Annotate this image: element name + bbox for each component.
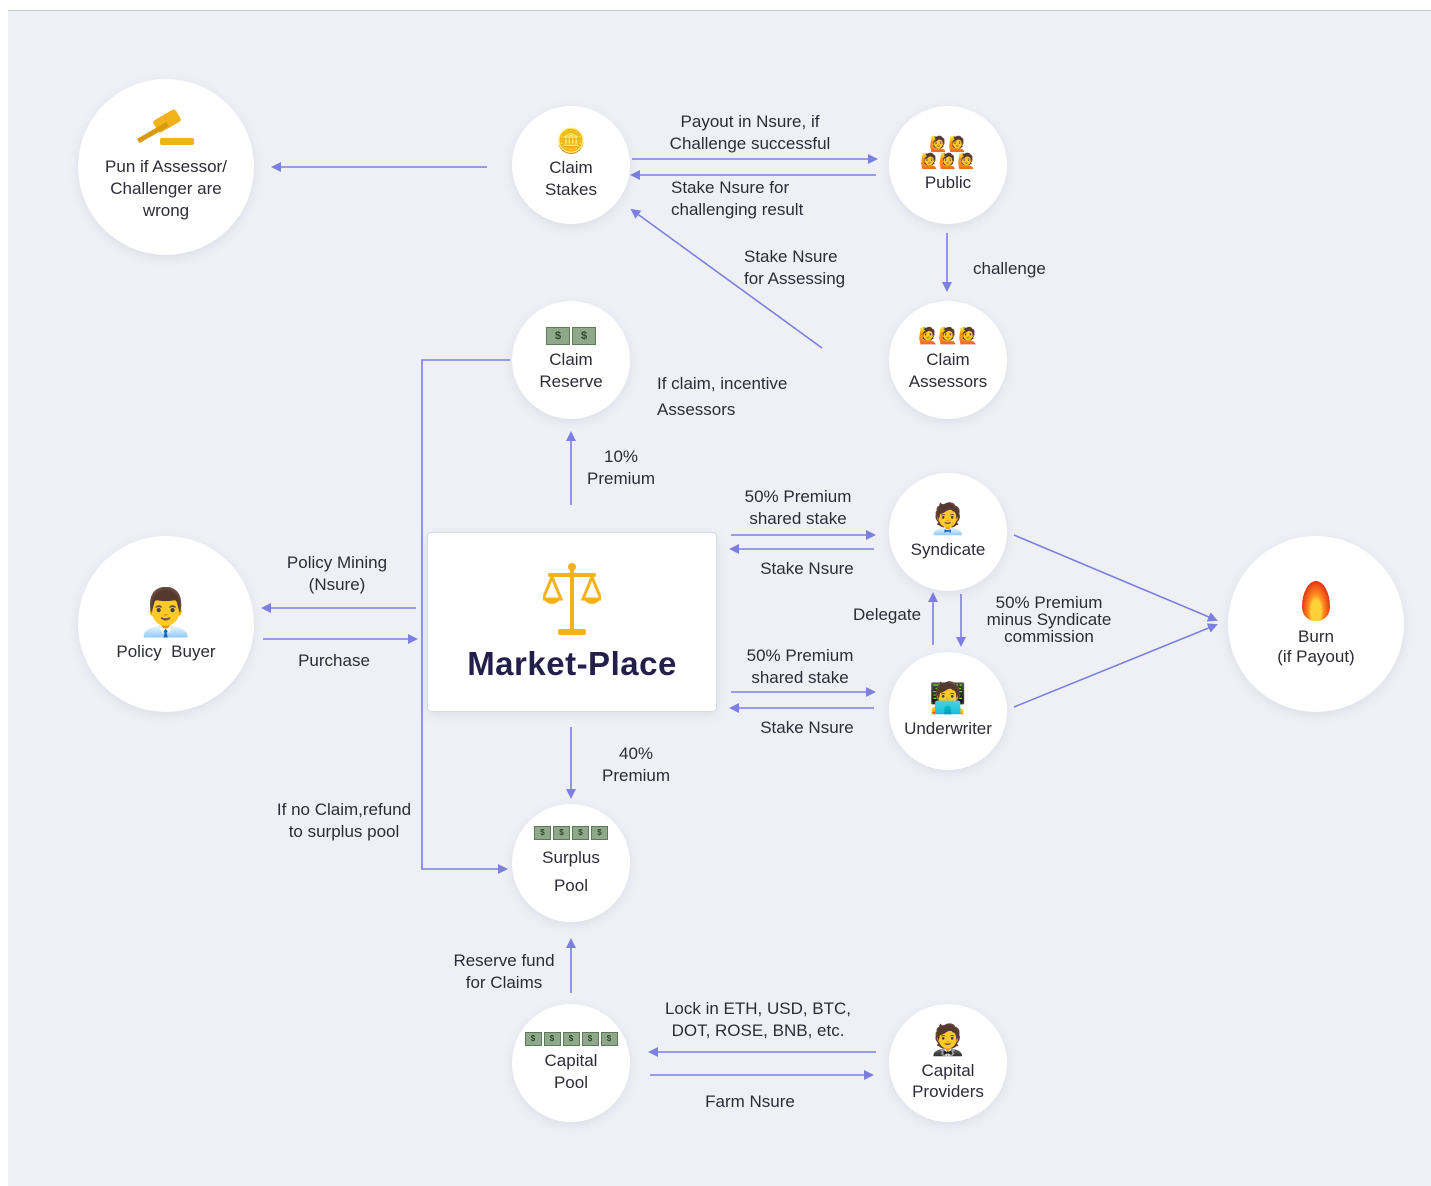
stake-assessing-label: Stake Nsure for Assessing <box>744 247 846 288</box>
claim-assessors-node: 🙋🙋🙋 Claim Assessors <box>889 301 1007 419</box>
delegate-label: Delegate <box>852 605 922 624</box>
claim-assessors-label: Claim Assessors <box>908 350 988 391</box>
surplus-pool-node: $$$$ Surplus Pool <box>512 804 630 922</box>
underwriter-label: Underwriter <box>904 719 992 738</box>
edge-underwriter-to-burn <box>1013 623 1218 708</box>
claim-reserve-label: Claim Reserve <box>539 350 603 391</box>
incentive-label: If claim, incentive Assessors <box>657 374 788 419</box>
ten-premium-label: 10% Premium <box>586 447 655 488</box>
minus-commission-label: 50% Premium minus Syndicate commission <box>986 593 1112 646</box>
policy-buyer-node: 👨‍💼 Policy Buyer <box>78 536 254 712</box>
surplus-pool-label: Surplus Pool <box>542 848 600 895</box>
market-place-title: Market-Place <box>467 645 677 682</box>
syndicate-node: 🧑‍💼 Syndicate <box>889 473 1007 591</box>
pun-node: Pun if Assessor/ Challenger are wrong <box>78 79 254 255</box>
edge-assessors-to-stakes <box>630 208 823 349</box>
claim-reserve-node: $$ Claim Reserve <box>512 301 630 419</box>
farm-label: Farm Nsure <box>705 1092 795 1111</box>
lock-in-label: Lock in ETH, USD, BTC, DOT, ROSE, BNB, e… <box>664 999 852 1040</box>
syndicate-stake-label: Stake Nsure <box>760 559 854 578</box>
claim-stakes-label: Claim Stakes <box>545 158 597 199</box>
capital-pool-node: $$$$$ Capital Pool <box>512 1004 630 1122</box>
gavel-icon <box>134 108 198 148</box>
underwriter-node: 🧑‍💻 Underwriter <box>889 652 1007 770</box>
man-icon: 👨‍💼 <box>137 586 195 638</box>
edge-syndicate-to-burn <box>1013 534 1218 622</box>
people-icon: 🙋🙋🙋 <box>918 328 978 345</box>
claim-stakes-node: 🪙 Claim Stakes <box>512 106 630 224</box>
cashier-icon: 🧑‍💼 <box>929 503 967 536</box>
capital-providers-label: Capital Providers <box>912 1061 984 1101</box>
people-group-icon: 🙋🙋 🙋🙋🙋 <box>919 136 977 170</box>
nerd-man-icon: 🧑‍💻 <box>929 682 967 715</box>
edge-reserve-to-surplus <box>421 359 510 874</box>
pun-label: Pun if Assessor/ Challenger are wrong <box>105 157 227 220</box>
burn-node: Burn (if Payout) <box>1228 536 1404 712</box>
capital-providers-node: 🤵 Capital Providers <box>889 1004 1007 1122</box>
public-label: Public <box>924 173 972 192</box>
challenge-label: challenge <box>973 259 1046 278</box>
policy-mining-label: Policy Mining (Nsure) <box>286 553 388 594</box>
scale-icon <box>543 563 601 635</box>
underwriter-premium-label: 50% Premium shared stake <box>746 646 854 687</box>
tuxedo-man-icon: 🤵 <box>929 1024 967 1057</box>
fire-icon <box>1302 581 1330 621</box>
syndicate-label: Syndicate <box>910 540 986 559</box>
forty-premium-label: 40% Premium <box>601 744 670 785</box>
cash-icon: $$ <box>546 327 596 345</box>
syndicate-premium-label: 50% Premium shared stake <box>744 487 852 528</box>
payout-label: Payout in Nsure, if Challenge successful <box>669 112 831 153</box>
stake-challenging-label: Stake Nsure for challenging result <box>671 178 804 219</box>
underwriter-stake-label: Stake Nsure <box>760 718 854 737</box>
purchase-label: Purchase <box>298 651 370 670</box>
coin-hand-icon: 🪙 <box>556 128 586 155</box>
capital-pool-label: Capital Pool <box>544 1051 598 1092</box>
cash-stack-icon: $$$$$ <box>524 1032 618 1046</box>
public-node: 🙋🙋 🙋🙋🙋 Public <box>889 106 1007 224</box>
cash-stack-icon: $$$$ <box>534 826 608 840</box>
burn-label: Burn (if Payout) <box>1277 627 1355 666</box>
reserve-fund-label: Reserve fund for Claims <box>453 951 555 992</box>
market-place-box: Market-Place <box>427 532 717 712</box>
refund-label: If no Claim,refund to surplus pool <box>276 800 412 841</box>
policy-buyer-label: Policy Buyer <box>116 642 216 661</box>
